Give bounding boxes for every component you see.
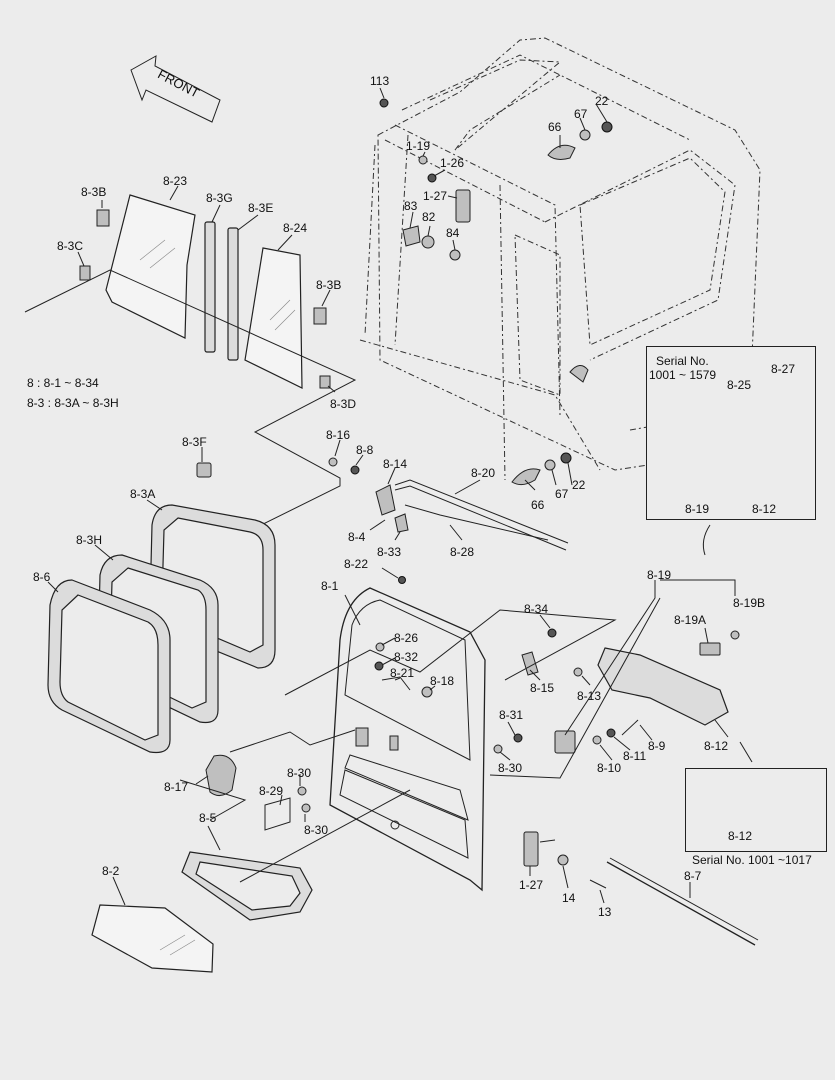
part-label: 84 [446,226,460,240]
door-hardware [264,628,740,831]
inset-bottom-label-8-12: 8-12 [728,829,753,843]
part-label: 66 [531,498,545,512]
part-label: 8-3A [130,487,156,501]
part-label: 8-30 [304,823,329,837]
inset-callouts [702,524,753,763]
part-label: 8-6 [33,570,51,584]
part-label: 8-28 [450,545,475,559]
inset-label-8-27: 8-27 [771,362,796,376]
part-label: 22 [595,94,609,108]
inset-label-8-25: 8-25 [727,378,752,392]
part-label: 1-27 [519,878,544,892]
part-label: 8-15 [530,681,555,695]
part-label: 67 [574,107,588,121]
part-label: 8-3H [76,533,103,547]
part-label: 1-19 [406,139,431,153]
part-label: 1-26 [440,156,465,170]
part-label: 8-24 [283,221,308,235]
cab-outline [359,37,761,481]
part-label: 13 [598,905,612,919]
part-label: 8-3B [81,185,107,199]
part-label: 8-30 [287,766,312,780]
latch-assembly [328,457,569,551]
inset-label-8-19: 8-19 [685,502,710,516]
inset-serial-range: 1001 ~ 1579 [649,368,717,382]
inset-label-8-12: 8-12 [752,502,777,516]
part-label: 8-19A [674,613,707,627]
part-label: 113 [370,74,390,88]
part-label: 8-14 [383,457,408,471]
front-arrow-shape [130,55,221,123]
door-frames [47,462,276,754]
part-label: 8-26 [394,631,419,645]
part-label: 8-2 [102,864,120,878]
part-label: 8-23 [163,174,188,188]
part-label: 22 [572,478,586,492]
part-label: 8-8 [356,443,374,457]
part-label: 8-9 [648,739,666,753]
part-label: 8-18 [430,674,455,688]
part-label: 8-10 [597,761,622,775]
part-label: 8-12 [704,739,729,753]
part-label: 83 [404,199,418,213]
part-label: 8-21 [390,666,415,680]
part-label: 8-3B [316,278,342,292]
part-label: 8-17 [164,780,189,794]
inset-serial-1001-1579: Serial No. 1001 ~ 1579 8-27 8-25 8-19 8-… [646,346,816,520]
part-label: 8-5 [199,811,217,825]
part-label: 8-34 [524,602,549,616]
part-label: 8-20 [471,466,496,480]
lower-parts [91,754,759,973]
part-label: 8-13 [577,689,602,703]
part-label: 8-3C [57,239,84,253]
part-label: 8-11 [623,749,647,763]
side-glass-group [24,194,357,581]
part-label: 8-1 [321,579,339,593]
inset-serial-1001-1017: 8-12 [685,768,827,852]
part-label: 8-19B [733,596,766,610]
part-label: 8-3F [182,435,207,449]
part-label: 1-27 [423,189,448,203]
part-label: 8-3E [248,201,274,215]
inset-serial-label: Serial No. [656,354,709,368]
part-label: 8-3D [330,397,357,411]
part-label: 8-30 [498,761,523,775]
part-label: 8-4 [348,530,366,544]
part-label: 66 [548,120,562,134]
part-label: 8-31 [499,708,524,722]
part-label: 67 [555,487,569,501]
part-label: 8-7 [684,869,702,883]
part-label: 82 [422,210,436,224]
part-label: 8-22 [344,557,369,571]
part-label: 8-29 [259,784,284,798]
part-label: 8-19 [647,568,672,582]
part-label: 8-3G [206,191,233,205]
note-line-1: 8 : 8-1 ~ 8-34 [27,376,99,390]
note-line-2: 8-3 : 8-3A ~ 8-3H [27,396,119,410]
part-label: 8-32 [394,650,419,664]
inset-bottom-serial-text: Serial No. 1001 ~1017 [692,853,812,867]
cab-hardware [379,98,613,486]
part-label: 14 [562,891,576,905]
part-label: 8-33 [377,545,402,559]
door-panel [329,576,486,892]
part-label: 8-16 [326,428,351,442]
